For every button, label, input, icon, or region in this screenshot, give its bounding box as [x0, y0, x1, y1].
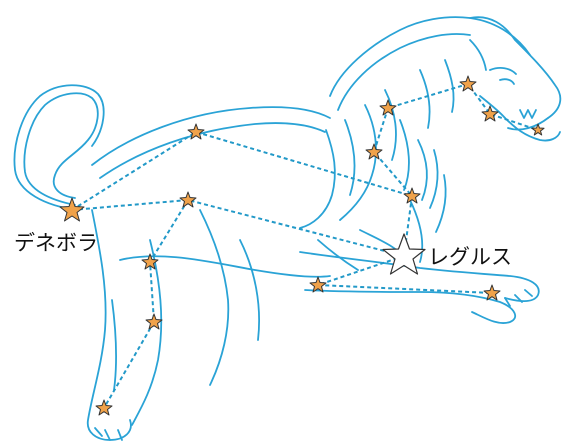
line-sickle [372, 82, 539, 257]
star-icon [187, 123, 205, 140]
line-front-leg [317, 255, 493, 294]
lion-tail-inner [13, 84, 105, 211]
star-icon [141, 253, 159, 270]
lion-back-2 [99, 122, 326, 179]
star-icon [481, 105, 499, 122]
lion-back [91, 106, 331, 166]
line-denebola-back [71, 130, 413, 211]
lion-rear-leg [199, 209, 261, 386]
constellation-stars [59, 75, 545, 416]
star-icon [379, 99, 397, 116]
lion-head [469, 16, 562, 142]
line-hind-leg [103, 199, 189, 409]
star-icon [145, 313, 163, 330]
denebola-label: デネボラ [14, 231, 98, 255]
lion-hind-leg [86, 209, 163, 441]
line-denebola-hip [71, 198, 405, 257]
star-icon [179, 191, 197, 208]
star-icon [483, 284, 501, 301]
star-icon [365, 143, 383, 160]
star-icon [459, 75, 477, 92]
star-icon [531, 123, 545, 136]
lion-front-leg [299, 251, 540, 324]
star-icon [59, 197, 85, 222]
star-icon [309, 276, 327, 293]
regulus-label: レグルス [428, 245, 512, 269]
lion-chest [409, 199, 424, 263]
regulus-star-icon [382, 233, 426, 275]
lion-mane [299, 16, 531, 271]
lion-tail [23, 92, 99, 206]
star-icon [403, 187, 421, 204]
star-icon [95, 399, 113, 416]
lion-outline [13, 16, 562, 441]
